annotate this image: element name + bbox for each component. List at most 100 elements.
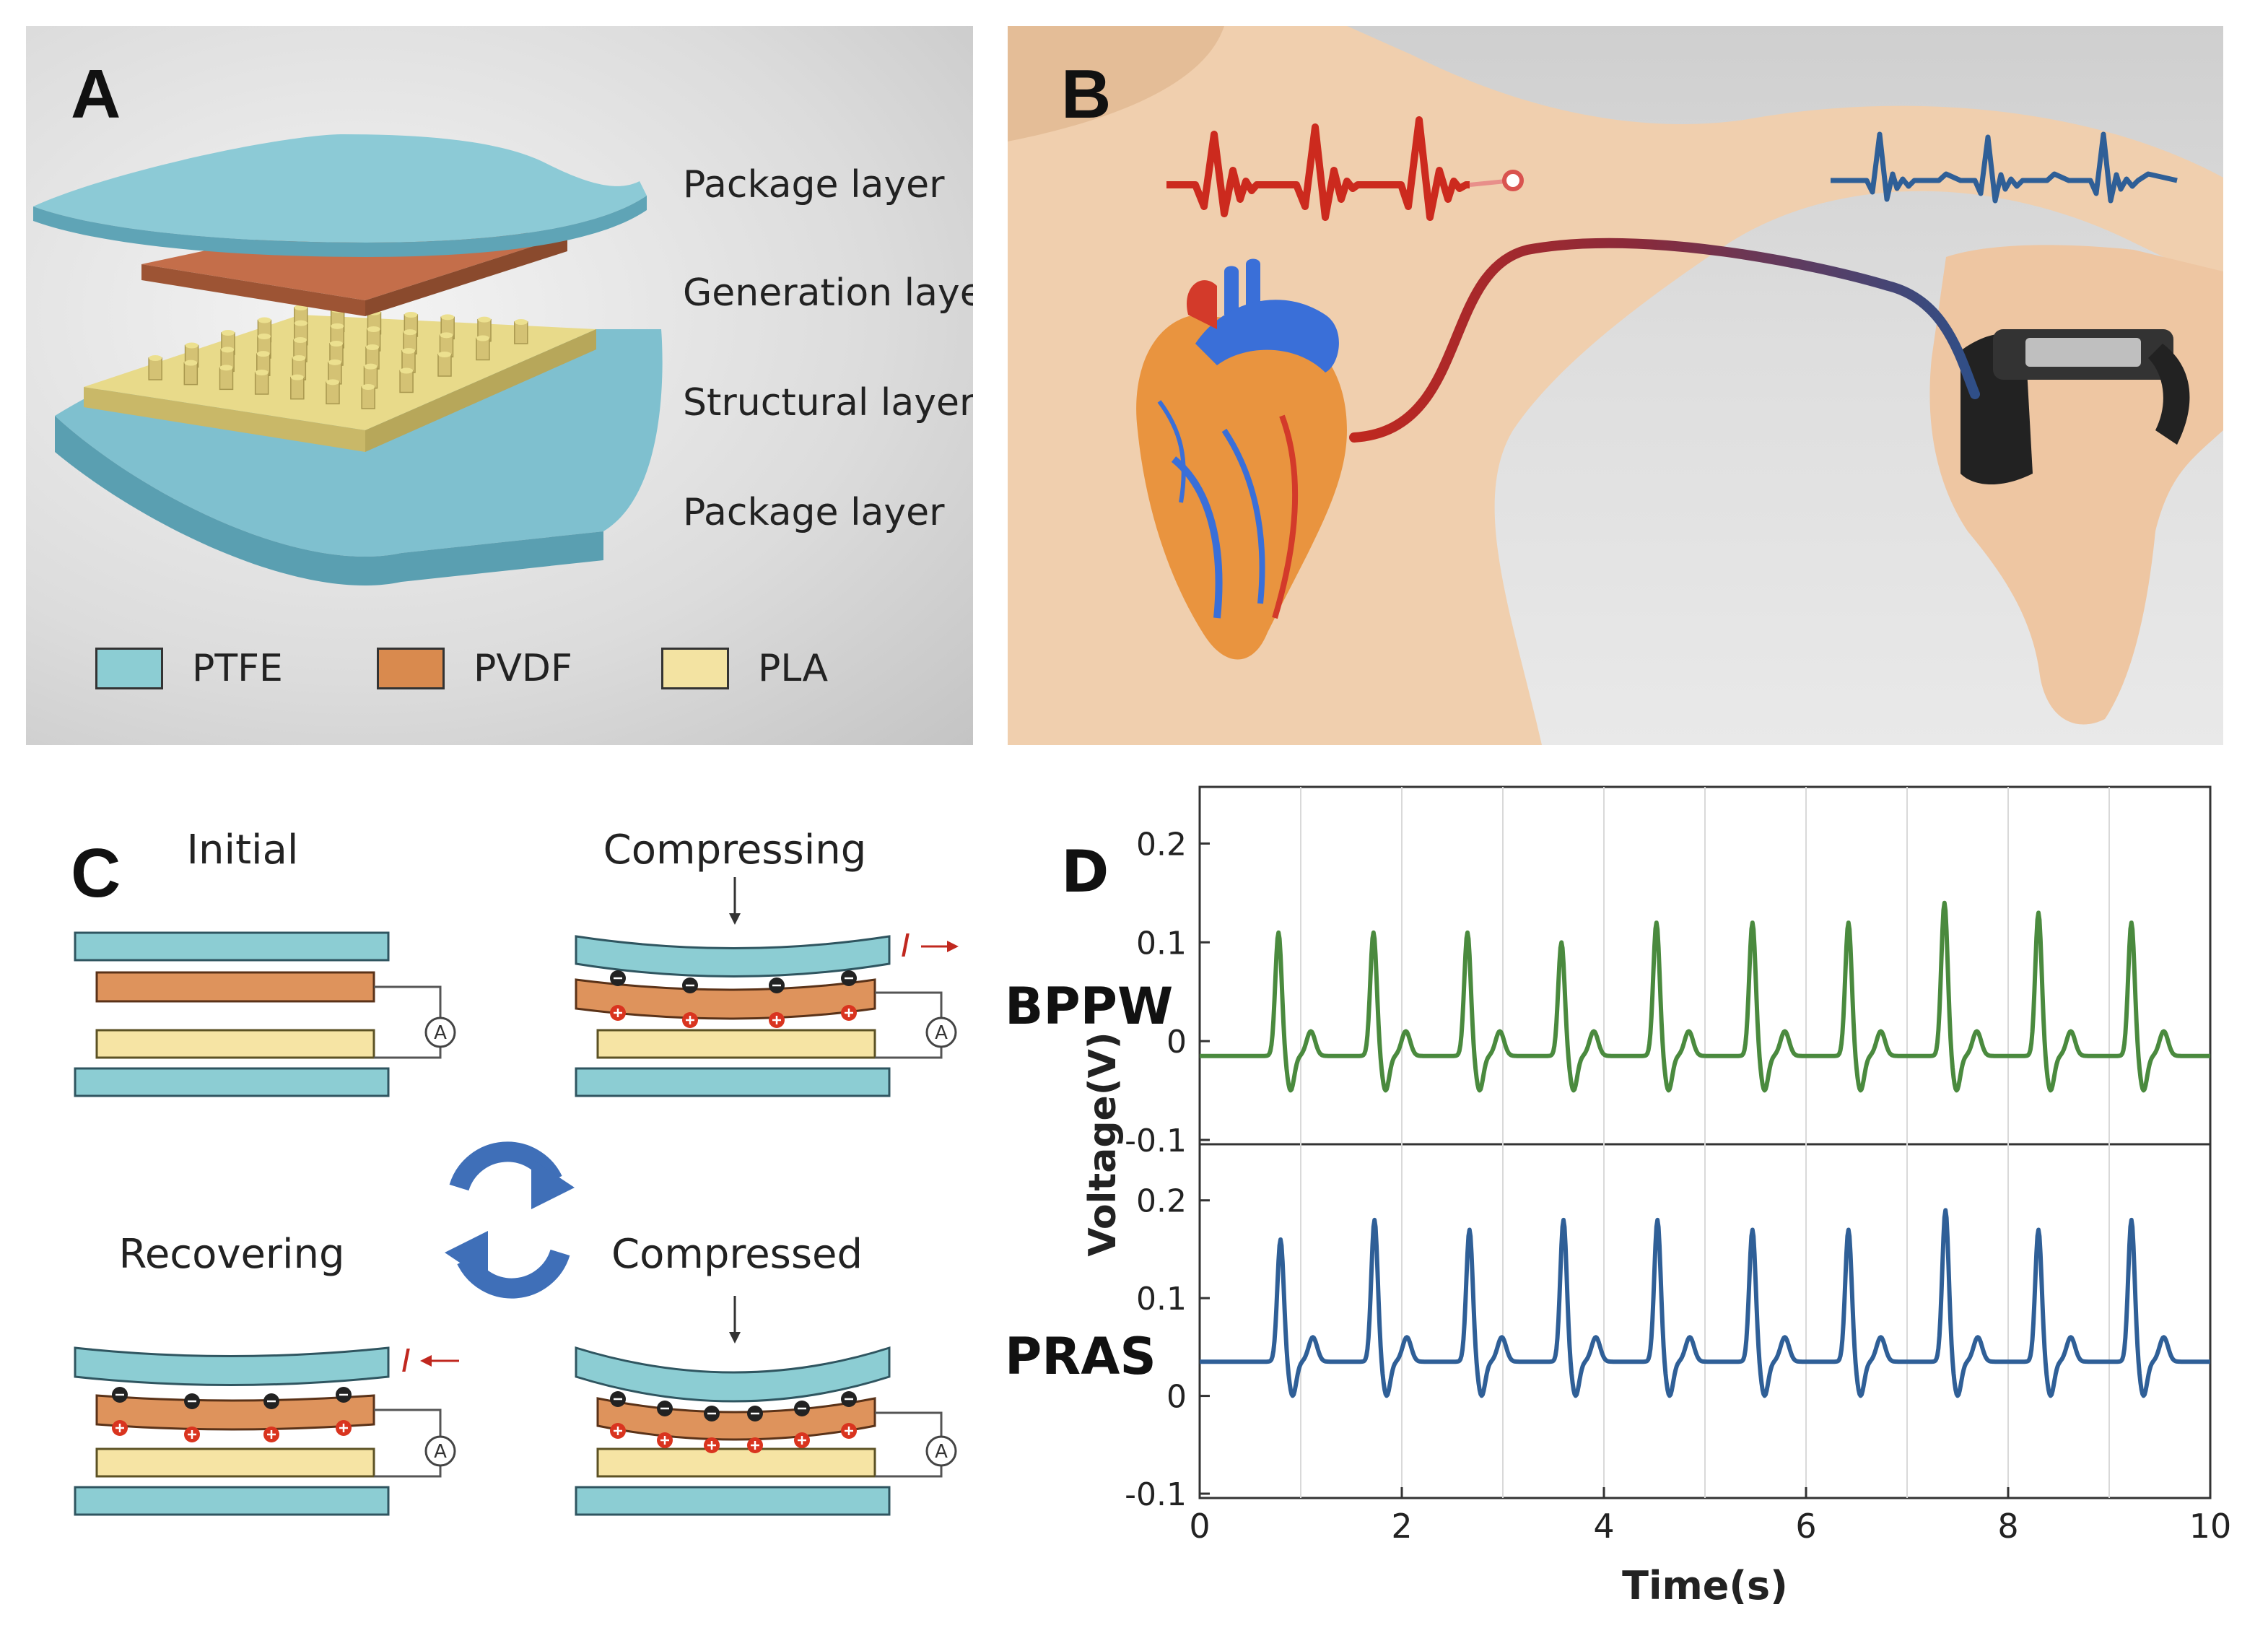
pillar-top <box>514 319 528 325</box>
y-tick-label: -0.1 <box>1125 1476 1187 1513</box>
pillar-top <box>400 367 414 374</box>
negative-charge <box>184 1393 200 1409</box>
generation-layer-edge <box>141 264 365 316</box>
series-label: PRAS <box>1005 1327 1156 1386</box>
y-tick-label: 0.2 <box>1136 826 1187 863</box>
positive-charge <box>682 1012 698 1028</box>
positive-charge <box>610 1005 626 1021</box>
series-line-bppw <box>1198 900 2212 1093</box>
panel-b-wearable-illustration: B <box>1008 26 2223 745</box>
generation-layer-side <box>365 235 567 316</box>
pillar-top <box>221 347 235 353</box>
x-tick-label: 6 <box>1795 1507 1816 1546</box>
stage-title-recovering: Recovering <box>118 1231 345 1278</box>
y-tick-label: -0.1 <box>1125 1123 1187 1159</box>
negative-charge <box>336 1387 352 1403</box>
pillar-top <box>219 365 233 371</box>
chest-pulse-waveform <box>1166 116 1470 221</box>
pillar <box>148 357 162 380</box>
legend-label-pla: PLA <box>758 647 829 690</box>
ammeter-compressing: A <box>935 1022 948 1044</box>
structural-pillars <box>148 305 528 409</box>
pillar-top <box>364 363 378 370</box>
x-tick-label: 8 <box>1997 1507 2018 1546</box>
x-tick-label: 10 <box>2189 1507 2232 1546</box>
layer-label-bottom-package: Package layer <box>683 491 945 534</box>
pillar-top <box>362 384 375 390</box>
pillar-top <box>331 323 344 329</box>
body-heart-wrist-illustration <box>1008 26 2223 745</box>
y-axis-label: Voltage(V) <box>1081 1032 1125 1256</box>
negative-charge <box>769 977 785 993</box>
pillar-top <box>326 379 339 386</box>
wristband-screen <box>2025 338 2141 367</box>
legend-swatch-pvdf <box>377 648 445 689</box>
pillar-top <box>185 342 199 349</box>
negative-charge <box>704 1406 720 1421</box>
mechanism-diagram: A A I <box>74 877 959 1516</box>
pillar-top <box>292 355 306 361</box>
layer-label-generation: Generation layer <box>683 271 973 315</box>
ammeter-compressed: A <box>935 1441 948 1463</box>
y-tick-label: 0.2 <box>1136 1183 1187 1220</box>
pillar-top <box>404 329 417 336</box>
legend-swatch-pla <box>661 648 729 689</box>
pillar-top <box>438 352 451 357</box>
positive-charge <box>841 1423 857 1439</box>
positive-charge <box>769 1012 785 1028</box>
pillar-top <box>328 359 341 365</box>
pillar <box>476 337 490 361</box>
panel-letter-c: C <box>71 835 121 912</box>
pillar <box>399 370 414 393</box>
legend-label-pvdf: PVDF <box>474 647 572 690</box>
negative-charge <box>841 1391 857 1407</box>
stage-compressing-stack: A I <box>575 877 959 1097</box>
positive-charge <box>657 1432 673 1448</box>
pillar-top <box>258 334 271 339</box>
panel-letter-d: D <box>1061 838 1109 905</box>
top-package-layer-edge <box>33 196 647 257</box>
hand <box>1929 245 2223 725</box>
neck-shadow <box>1008 26 1224 141</box>
signal-cable <box>1349 238 1980 443</box>
bottom-package-layer-edge <box>55 416 603 586</box>
pillar-top <box>258 317 271 323</box>
pillar-top <box>404 312 418 318</box>
negative-charge <box>657 1401 673 1416</box>
y-tick-label: 0 <box>1166 1379 1187 1416</box>
legend-pla: PLA <box>661 647 828 690</box>
pillar-top <box>294 337 307 343</box>
legend-ptfe: PTFE <box>95 647 283 690</box>
positive-charge <box>747 1437 763 1453</box>
current-label-compressing: I <box>901 928 910 964</box>
pillar <box>514 321 528 344</box>
pillar-top <box>256 351 270 357</box>
positive-charge <box>112 1420 128 1436</box>
series-line-pras <box>1198 1208 2212 1398</box>
pillar-top <box>367 326 380 332</box>
pillar-top <box>478 316 491 323</box>
legend-swatch-ptfe <box>95 648 163 689</box>
negative-charge <box>610 970 626 986</box>
panel-letter-a: A <box>71 56 121 133</box>
x-tick-label: 4 <box>1593 1507 1614 1546</box>
positive-charge <box>794 1432 810 1448</box>
negative-charge <box>682 977 698 993</box>
chest-electrode <box>1502 170 1524 191</box>
top-package-layer <box>33 134 647 243</box>
y-tick-label: 0.1 <box>1136 1281 1187 1318</box>
negative-charge <box>841 970 857 986</box>
pillar-top <box>441 314 455 321</box>
negative-charge <box>747 1406 763 1421</box>
pillar-top <box>366 344 379 350</box>
pillar <box>290 376 305 400</box>
pillar-top <box>330 341 343 347</box>
stage-title-compressing: Compressing <box>603 827 867 874</box>
pillar-top <box>440 332 453 339</box>
pillar <box>326 381 340 405</box>
torso-and-arm <box>1008 26 2223 745</box>
pillar-top <box>294 320 308 326</box>
exploded-layers-illustration <box>33 134 663 586</box>
chest-pulse-tail <box>1469 179 1506 187</box>
